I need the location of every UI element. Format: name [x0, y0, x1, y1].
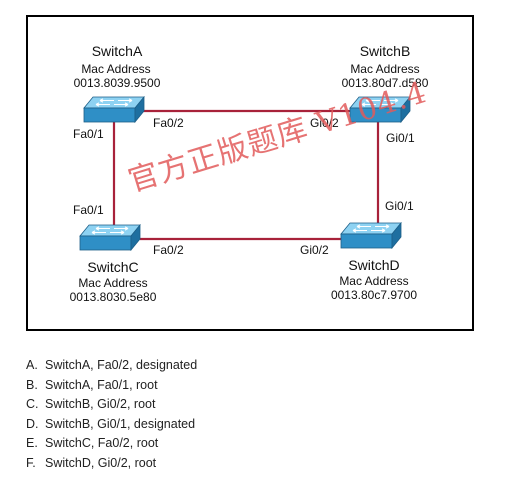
switch-d-mac: 0013.80c7.9700	[330, 288, 418, 302]
switch-b-mac: 0013.80d7.d580	[341, 76, 429, 90]
answer-letter: B.	[26, 377, 38, 392]
switch-arrow	[352, 228, 367, 233]
diagram-frame	[26, 15, 474, 331]
switch-d-name: SwitchD	[348, 257, 400, 273]
port-a-fa0-1: Fa0/1	[73, 127, 104, 141]
answer-option: A. SwitchA, Fa0/2, designated	[26, 356, 197, 376]
switch-d-icon	[340, 221, 402, 250]
answer-text: SwitchC, Fa0/2, root	[45, 436, 159, 451]
answer-option: C. SwitchB, Gi0/2, root	[26, 395, 197, 415]
port-c-fa0-2: Fa0/2	[153, 243, 184, 257]
switch-arrow	[95, 226, 110, 231]
switch-arrow	[384, 98, 399, 103]
answer-letter: F.	[26, 455, 36, 470]
switch-front-face	[79, 235, 132, 251]
switch-c-mac-label: Mac Address	[78, 276, 148, 290]
answer-option: F. SwitchD, Gi0/2, root	[26, 454, 197, 474]
answer-option: D. SwitchB, Gi0/1, designated	[26, 415, 197, 435]
port-d-gi0-1: Gi0/1	[385, 199, 414, 213]
switch-a-mac: 0013.8039.9500	[73, 76, 161, 90]
answer-letter: C.	[26, 397, 39, 412]
switch-b-name: SwitchB	[359, 43, 411, 59]
port-b-gi0-2: Gi0/2	[310, 116, 339, 130]
switch-arrow	[380, 102, 395, 107]
answer-letter: A.	[26, 358, 38, 372]
port-a-fa0-2: Fa0/2	[153, 116, 184, 130]
switch-arrow	[375, 224, 390, 229]
switch-b-mac-label: Mac Address	[350, 62, 420, 76]
port-c-fa0-1: Fa0/1	[73, 203, 104, 217]
answer-text: SwitchA, Fa0/2, designated	[45, 358, 198, 372]
answer-text: SwitchB, Gi0/2, root	[45, 397, 156, 412]
switch-b-icon	[349, 95, 411, 124]
switch-d-mac-label: Mac Address	[339, 274, 409, 288]
switch-top-face	[83, 96, 145, 109]
switch-arrow	[114, 102, 129, 107]
switch-arrow	[110, 230, 125, 235]
switch-top-face	[79, 224, 141, 237]
switch-arrow	[361, 102, 376, 107]
answer-text: SwitchD, Gi0/2, root	[45, 455, 157, 470]
switch-arrow	[114, 226, 129, 231]
switch-a-name: SwitchA	[91, 43, 143, 59]
switch-c-mac: 0013.8030.5e80	[69, 290, 157, 304]
switch-side-face	[391, 221, 402, 250]
switch-front-face	[340, 233, 393, 249]
switch-top-face	[340, 222, 402, 235]
switch-side-face	[134, 95, 145, 124]
switch-arrow	[365, 98, 380, 103]
switch-a-icon	[83, 95, 145, 124]
switch-c-icon	[79, 223, 141, 252]
switch-side-face	[400, 95, 411, 124]
network-diagram	[26, 15, 474, 331]
answer-text: SwitchB, Gi0/1, designated	[45, 416, 196, 431]
answer-option: E. SwitchC, Fa0/2, root	[26, 434, 197, 454]
answer-option: B. SwitchA, Fa0/1, root	[26, 376, 197, 396]
switch-arrow	[99, 98, 114, 103]
switch-front-face	[83, 107, 136, 123]
answer-letter: E.	[26, 436, 38, 451]
answer-letter: D.	[26, 416, 39, 431]
switch-arrow	[91, 230, 106, 235]
port-d-gi0-2: Gi0/2	[300, 243, 329, 257]
switch-c-name: SwitchC	[87, 259, 139, 275]
switch-arrow	[371, 228, 386, 233]
switch-side-face	[130, 223, 141, 252]
switch-arrow	[118, 98, 133, 103]
switch-arrow	[356, 224, 371, 229]
port-b-gi0-1: Gi0/1	[386, 131, 415, 145]
switch-arrow	[95, 102, 110, 107]
answer-text: SwitchA, Fa0/1, root	[45, 377, 158, 392]
switch-a-mac-label: Mac Address	[81, 62, 151, 76]
